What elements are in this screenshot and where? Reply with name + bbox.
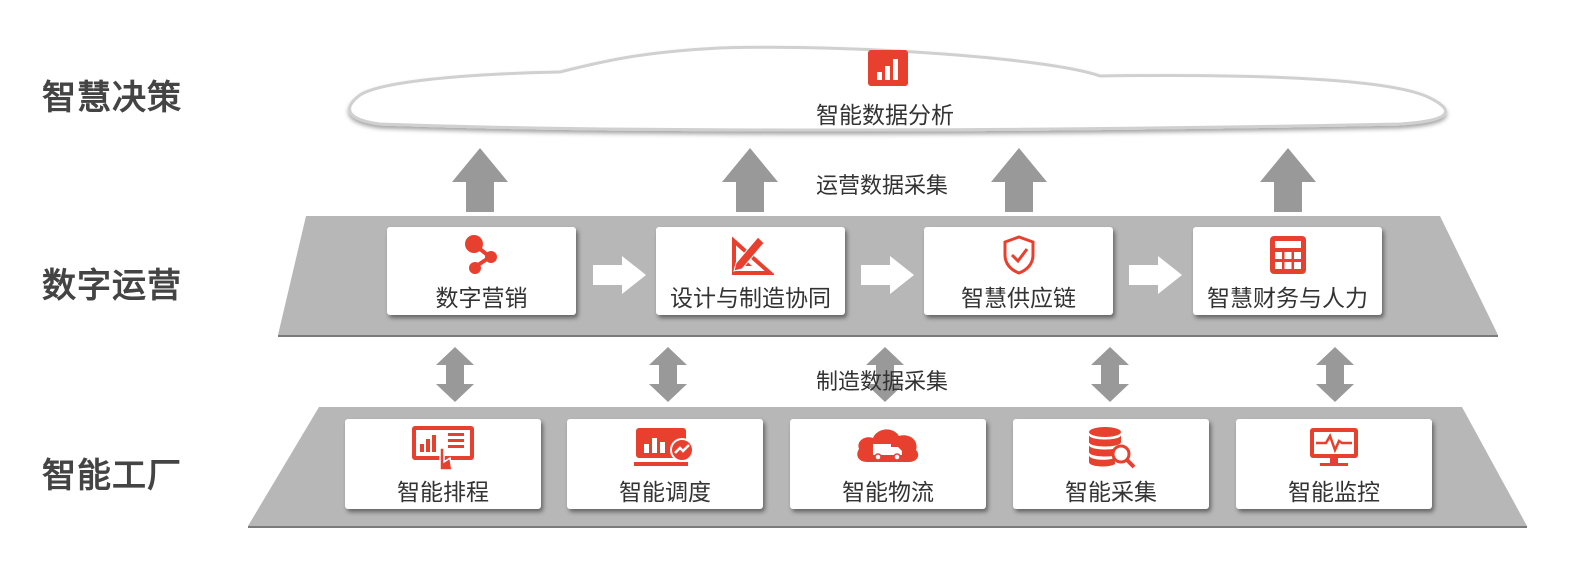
right-arrow <box>593 256 646 294</box>
factory-box-scheduling[interactable]: 智能排程 <box>345 419 541 509</box>
monitor-chart-icon <box>632 424 698 474</box>
shield-check-icon <box>999 233 1039 281</box>
operation-box-label: 数字营销 <box>435 286 528 312</box>
up-arrow <box>452 148 508 212</box>
share-network-icon <box>460 233 504 281</box>
operation-box-design[interactable]: 设计与制造协同 <box>656 227 845 315</box>
factory-box-monitoring[interactable]: 智能监控 <box>1236 419 1432 509</box>
factory-box-logistics[interactable]: 智能物流 <box>790 419 986 509</box>
touch-dashboard-icon <box>410 424 476 476</box>
database-search-icon <box>1083 424 1139 474</box>
cloud-shape <box>348 45 1447 132</box>
cloud-truck-icon <box>853 424 923 472</box>
operation-box-marketing[interactable]: 数字营销 <box>387 227 576 315</box>
bar-chart-icon <box>868 50 908 86</box>
operation-box-supply[interactable]: 智慧供应链 <box>924 227 1113 315</box>
right-arrow <box>861 256 914 294</box>
double-arrow <box>1316 347 1354 402</box>
factory-box-label: 智能物流 <box>842 480 934 506</box>
factory-box-label: 智能监控 <box>1288 480 1380 506</box>
factory-box-label: 智能排程 <box>397 480 489 506</box>
factory-box-label: 智能调度 <box>619 480 711 506</box>
layer-label-factory: 智能工厂 <box>42 456 182 496</box>
operation-box-finance[interactable]: 智慧财务与人力 <box>1193 227 1382 315</box>
monitor-pulse-icon <box>1306 424 1362 474</box>
up-arrow <box>1260 148 1316 212</box>
double-arrow <box>866 347 904 402</box>
layer-label-operation: 数字运营 <box>42 266 182 306</box>
double-arrow <box>436 347 474 402</box>
factory-box-collection[interactable]: 智能采集 <box>1013 419 1209 509</box>
operation-box-label: 设计与制造协同 <box>670 286 831 312</box>
cloud-label: 智能数据分析 <box>816 103 954 129</box>
double-arrow <box>1091 347 1129 402</box>
calculator-icon <box>1267 233 1309 281</box>
double-arrow <box>649 347 687 402</box>
ruler-pencil-icon <box>728 233 775 281</box>
layer-label-decision: 智慧决策 <box>42 78 182 118</box>
ops-collect-label: 运营数据采集 <box>816 174 949 199</box>
mfg-collect-label: 制造数据采集 <box>816 370 949 395</box>
up-arrow <box>991 148 1047 212</box>
factory-box-dispatching[interactable]: 智能调度 <box>567 419 763 509</box>
right-arrow <box>1129 256 1182 294</box>
factory-box-label: 智能采集 <box>1065 480 1157 506</box>
up-arrow <box>722 148 778 212</box>
operation-box-label: 智慧供应链 <box>961 286 1076 312</box>
operation-box-label: 智慧财务与人力 <box>1207 286 1368 312</box>
